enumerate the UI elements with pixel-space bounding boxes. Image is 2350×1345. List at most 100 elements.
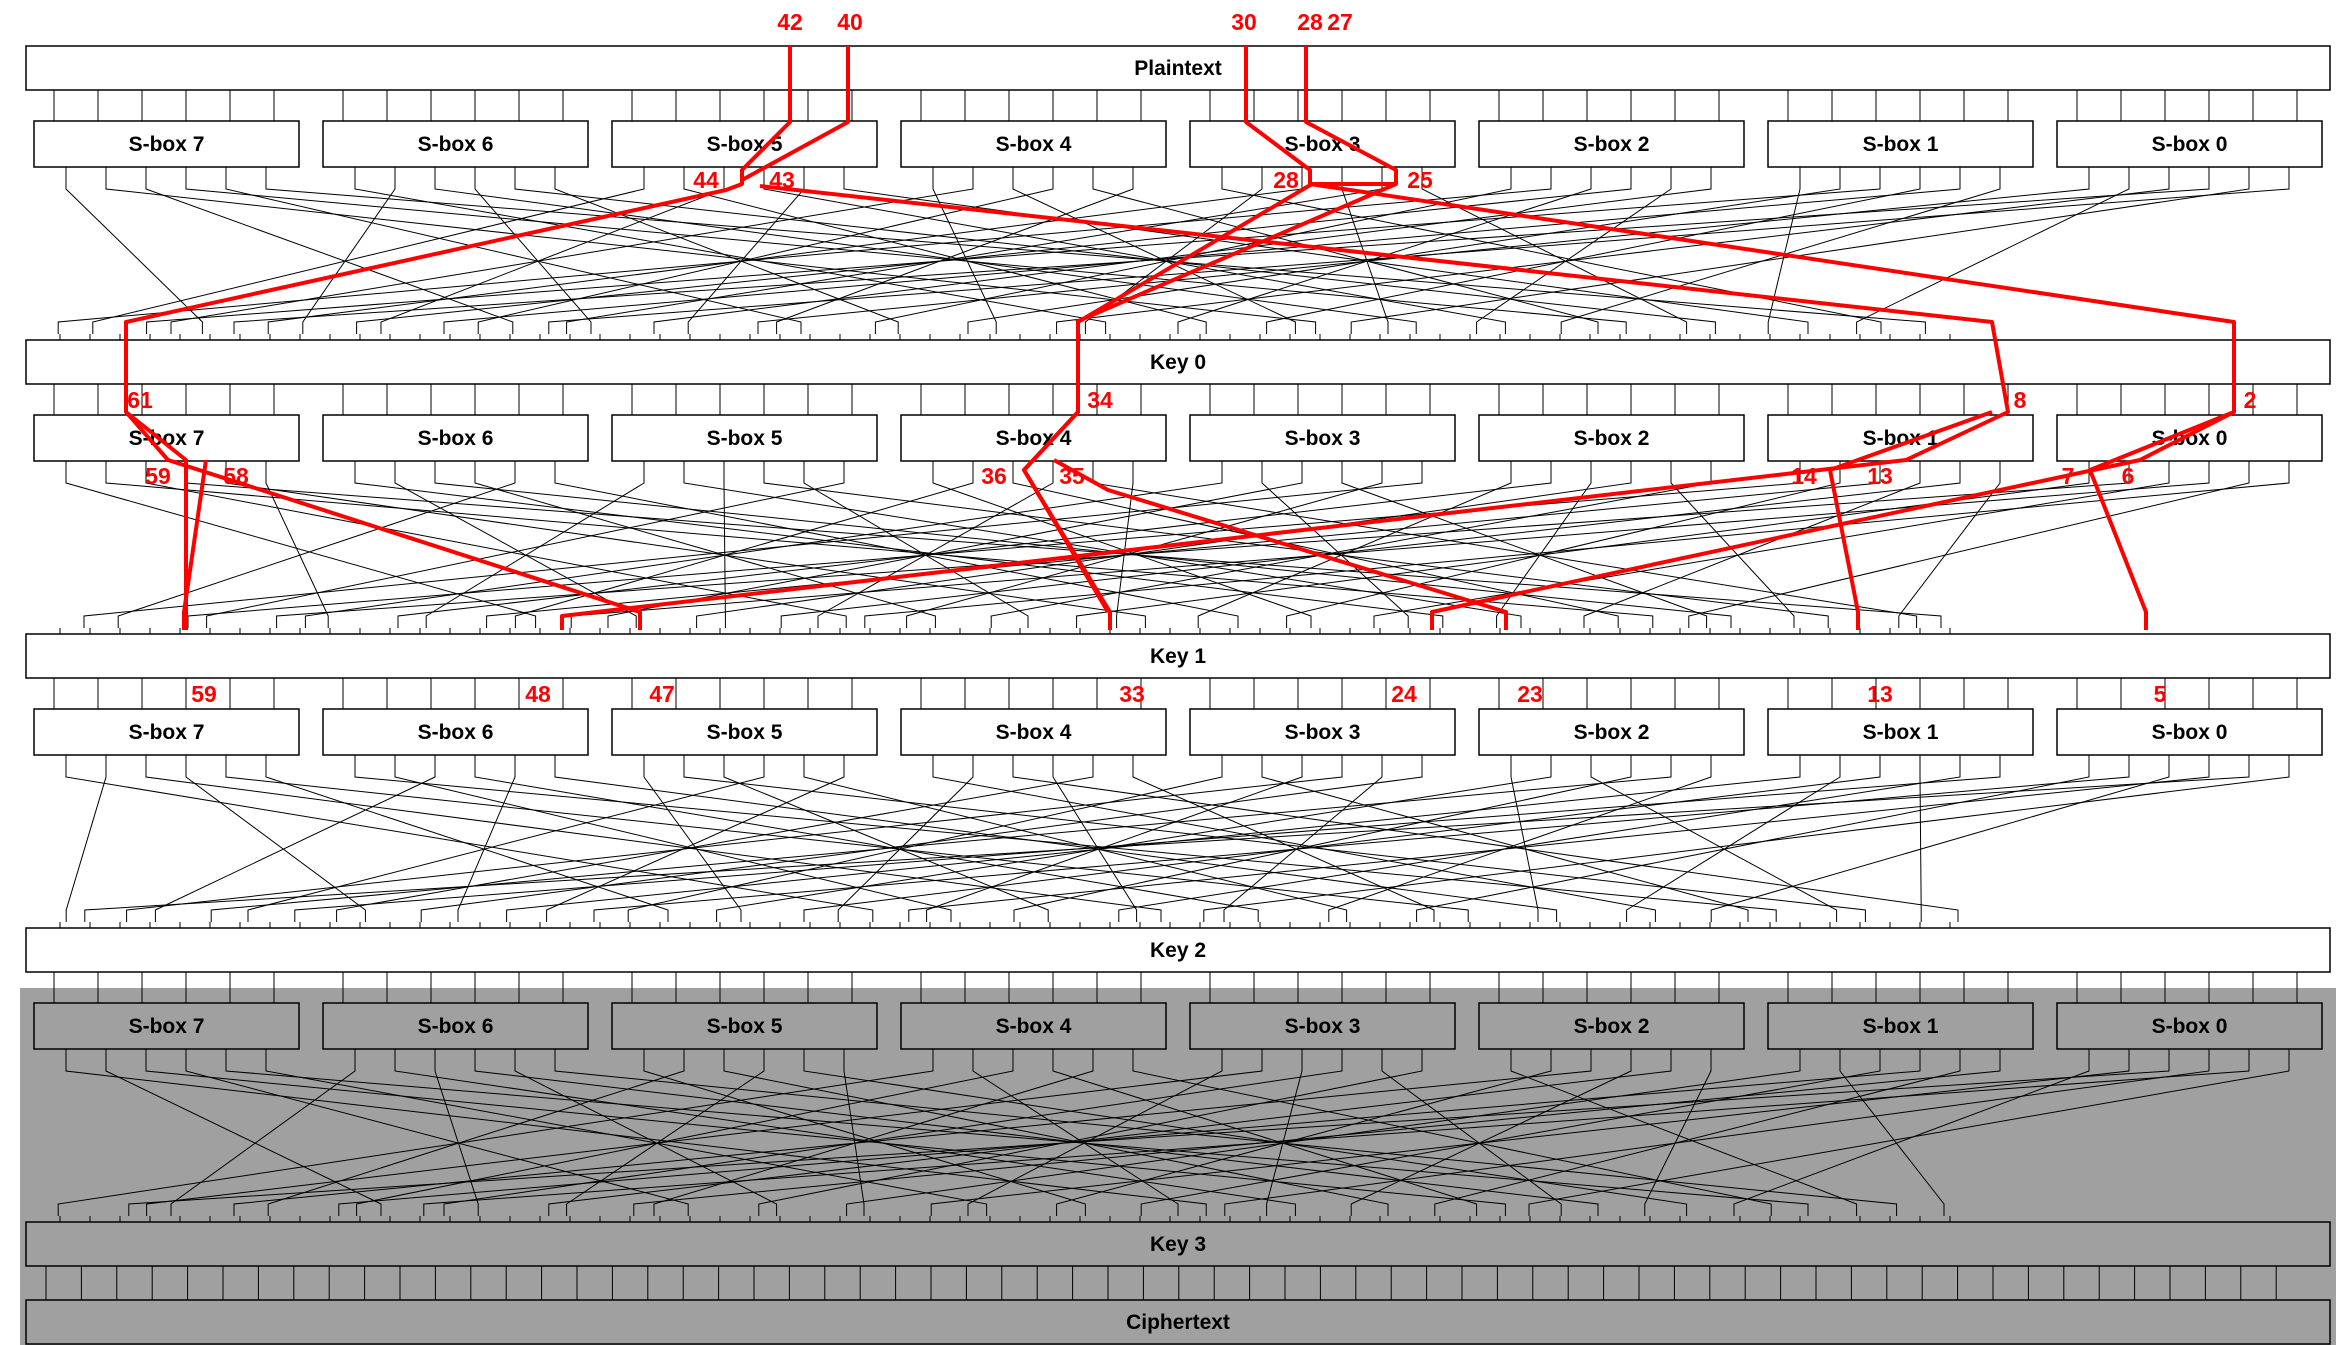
permutation-wire bbox=[474, 755, 1259, 922]
permutation-wire bbox=[105, 167, 1317, 334]
sbox-0: S-box 0 bbox=[2056, 1002, 2323, 1050]
sbox-rect bbox=[2056, 414, 2323, 462]
permutation-wire bbox=[185, 167, 1627, 334]
permutation-wire bbox=[1644, 1049, 1712, 1216]
permutation-wire bbox=[906, 461, 1383, 628]
permutation-wire bbox=[1012, 755, 1959, 922]
bar-label: Key 0 bbox=[1150, 351, 1206, 374]
sbox-2: S-box 2 bbox=[1478, 414, 1745, 462]
permutation-wire bbox=[210, 755, 1672, 922]
permutation-wire bbox=[105, 461, 1654, 628]
permutation-wire bbox=[425, 461, 645, 628]
sbox-rect bbox=[33, 1002, 300, 1050]
sbox-label: S-box 1 bbox=[1863, 427, 1939, 450]
permutation-wire bbox=[1560, 167, 2001, 334]
permutation-wire bbox=[554, 755, 1558, 922]
permutation-wire bbox=[356, 167, 1632, 334]
permutation-wire bbox=[65, 755, 874, 922]
bar-label: Plaintext bbox=[1134, 57, 1222, 80]
permutation-wire bbox=[225, 167, 802, 334]
permutation-wire bbox=[1496, 461, 1592, 628]
permutation-wire bbox=[128, 1049, 2170, 1216]
sbox-rect bbox=[2056, 120, 2323, 168]
sbox-3: S-box 3 bbox=[1189, 414, 1456, 462]
bar-rect bbox=[25, 927, 2331, 973]
permutation-wire bbox=[593, 755, 2130, 922]
active-bit-label: 59 bbox=[145, 463, 171, 489]
sbox-label: S-box 6 bbox=[418, 427, 494, 450]
permutation-wiring bbox=[57, 167, 2290, 1216]
active-bit-label: 25 bbox=[1407, 167, 1433, 193]
sbox-rect bbox=[900, 120, 1167, 168]
active-bit-label: 13 bbox=[1867, 463, 1893, 489]
active-bit-label: 59 bbox=[191, 681, 217, 707]
permutation-wire bbox=[643, 1049, 1086, 1216]
active-bit-label: 8 bbox=[2014, 387, 2027, 413]
active-bit-label: 28 bbox=[1297, 9, 1323, 35]
permutation-wire bbox=[1583, 461, 1921, 628]
bar-to-sbox-stubs bbox=[53, 678, 2298, 709]
permutation-wire bbox=[687, 167, 805, 334]
active-bit-label: 30 bbox=[1231, 9, 1257, 35]
bar-rect bbox=[25, 45, 2331, 91]
sbox-rect bbox=[611, 414, 878, 462]
permutation-wire bbox=[146, 1049, 1263, 1216]
permutation-wire bbox=[653, 1049, 1094, 1216]
permutation-wire bbox=[566, 1049, 765, 1216]
permutation-wire bbox=[92, 167, 645, 334]
sbox-label: S-box 4 bbox=[996, 427, 1072, 450]
permutation-wire bbox=[397, 461, 1552, 628]
sbox-rect bbox=[1767, 708, 2034, 756]
permutation-wire bbox=[758, 1049, 1423, 1216]
permutation-wire bbox=[1056, 167, 2170, 334]
permutation-wire bbox=[247, 755, 765, 922]
sbox-5: S-box 5 bbox=[611, 414, 878, 462]
permutation-wire bbox=[154, 755, 436, 922]
active-bit-label: 6 bbox=[2122, 463, 2135, 489]
permutation-wire bbox=[633, 1049, 2001, 1216]
permutation-wire bbox=[554, 1049, 1898, 1216]
permutation-wire bbox=[380, 167, 725, 334]
sbox-7: S-box 7 bbox=[33, 414, 300, 462]
sbox-label: S-box 4 bbox=[996, 721, 1072, 744]
permutation-wire bbox=[57, 1049, 934, 1216]
bar-input-comb bbox=[59, 628, 1951, 634]
sbox-7: S-box 7 bbox=[33, 708, 300, 756]
sbox-rect bbox=[1478, 414, 1745, 462]
permutation-wire bbox=[554, 461, 1239, 628]
sbox-label: S-box 3 bbox=[1285, 1015, 1361, 1038]
permutation-wire bbox=[696, 461, 1632, 628]
permutation-wire bbox=[356, 1049, 1014, 1216]
bar-rect bbox=[25, 339, 2331, 385]
bar-label: Key 1 bbox=[1150, 645, 1206, 668]
permutation-wire bbox=[65, 1049, 1207, 1216]
active-bit-label: 42 bbox=[777, 9, 803, 35]
permutation-wire bbox=[1350, 1049, 1632, 1216]
sbox-label: S-box 4 bbox=[996, 133, 1072, 156]
bar-to-sbox-stubs bbox=[53, 972, 2298, 1003]
permutation-wire bbox=[1092, 461, 1918, 628]
permutation-wire bbox=[117, 461, 516, 628]
permutation-wire bbox=[723, 461, 726, 628]
sbox-rect bbox=[322, 708, 589, 756]
permutation-wire bbox=[265, 1049, 988, 1216]
sbox-0: S-box 0 bbox=[2056, 708, 2323, 756]
permutation-wire bbox=[434, 167, 1417, 334]
permutation-wire bbox=[474, 167, 592, 334]
permutation-wire bbox=[84, 755, 2250, 922]
bar-rect bbox=[25, 1221, 2331, 1267]
active-bit-label: 36 bbox=[981, 463, 1007, 489]
sbox-rect bbox=[322, 120, 589, 168]
permutation-wire bbox=[683, 755, 1866, 922]
active-trail-segment bbox=[1022, 410, 1110, 614]
active-bit-label: 34 bbox=[1087, 387, 1113, 413]
permutation-wire bbox=[653, 167, 1712, 334]
sbox-label: S-box 5 bbox=[707, 1015, 783, 1038]
sbox-rect bbox=[33, 708, 300, 756]
sbox-label: S-box 2 bbox=[1574, 427, 1650, 450]
permutation-wire bbox=[1092, 167, 1599, 334]
permutation-wire bbox=[1132, 755, 1435, 922]
